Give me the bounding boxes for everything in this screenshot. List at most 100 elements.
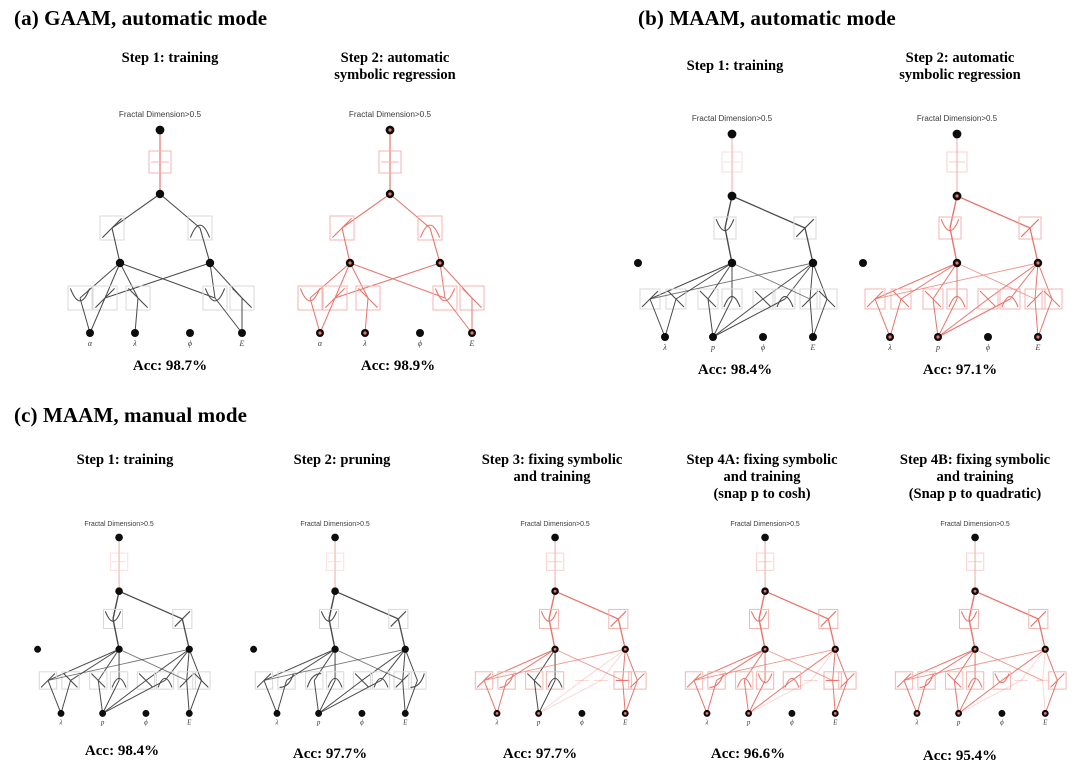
- kan-edge: [349, 262, 446, 299]
- input-variable-label: p: [316, 720, 321, 727]
- kan-edge: [309, 262, 351, 299]
- input-variable-label: α: [318, 339, 323, 348]
- output-node: [971, 533, 979, 542]
- kan-edge: [889, 298, 902, 338]
- activation-function-box: [545, 671, 565, 690]
- input-node: [99, 709, 107, 717]
- kan-edge: [70, 648, 120, 681]
- activation-function-box: [707, 671, 726, 690]
- hidden-node: [205, 258, 215, 268]
- kan-edge: [318, 680, 382, 714]
- hidden-node: [115, 258, 125, 268]
- kan-edge: [1044, 680, 1058, 714]
- kan-edge: [1001, 648, 1046, 681]
- activation-function-box: [148, 150, 172, 174]
- input-variable-label: p: [956, 720, 961, 727]
- input-variable-label: E: [622, 720, 628, 727]
- kan-edge: [186, 649, 190, 681]
- kan-edge: [548, 618, 556, 650]
- output-label: Fractal Dimension>0.5: [730, 521, 800, 528]
- activation-function-box: [325, 671, 345, 690]
- kan-edge: [1029, 227, 1039, 264]
- input-node: [984, 333, 992, 341]
- kan-edge: [712, 298, 764, 338]
- accuracy-c2: Acc: 97.7%: [292, 746, 368, 762]
- input-node: [86, 329, 94, 337]
- panel-title-a: (a) GAAM, automatic mode: [14, 6, 268, 30]
- kan-edge: [309, 297, 321, 334]
- activation-function-box: [628, 671, 647, 690]
- kan-edge: [341, 227, 351, 264]
- kan-edge: [600, 648, 626, 681]
- step-title-b2: Step 2: automatic symbolic regression: [899, 50, 1021, 83]
- activation-function-box: [192, 671, 211, 690]
- input-node: [788, 709, 796, 717]
- kan-edge: [932, 262, 958, 300]
- step-title-c1: Step 1: training: [76, 452, 174, 468]
- kan-edge: [784, 262, 814, 300]
- input-variable-label: λ: [495, 720, 499, 727]
- kan-edge: [622, 680, 626, 714]
- input-variable-label: p: [536, 720, 541, 727]
- accuracy-c1: Acc: 98.4%: [84, 743, 160, 759]
- kan-edge: [958, 680, 1003, 714]
- kan-edge: [832, 680, 836, 714]
- hidden-node: [808, 258, 818, 268]
- input-node: [273, 709, 281, 717]
- kan-edge: [538, 680, 556, 714]
- input-node: [185, 709, 193, 717]
- kan-edge: [263, 648, 406, 681]
- activation-function-box: [352, 671, 372, 690]
- step-title-b1: Step 1: training: [686, 58, 784, 74]
- kan-edge: [1037, 298, 1053, 338]
- kan-edge: [186, 680, 190, 714]
- activation-function-box: [917, 671, 936, 690]
- activation-function-box: [408, 671, 427, 690]
- kan-edge: [318, 680, 363, 714]
- activation-function-box: [1011, 671, 1031, 690]
- kan-edge: [649, 262, 814, 300]
- activation-function-box: [67, 285, 93, 311]
- input-variable-label: p: [746, 720, 751, 727]
- input-node: [661, 333, 669, 341]
- input-node: [709, 333, 717, 341]
- kan-edge: [483, 648, 556, 681]
- kan-edge: [953, 648, 976, 681]
- input-variable-label: λ: [132, 339, 137, 348]
- panel-title-c: (c) MAAM, manual mode: [14, 403, 248, 427]
- pruned-node: [634, 259, 642, 267]
- kan-edge: [926, 648, 976, 681]
- kan-edge: [916, 680, 928, 714]
- input-node: [142, 709, 150, 717]
- kan-edge: [748, 680, 812, 714]
- kan-edge: [112, 618, 120, 650]
- kan-edge: [900, 262, 958, 300]
- kan-edge: [209, 262, 216, 299]
- kan-edge: [937, 298, 958, 338]
- activation-function-box: [187, 215, 213, 241]
- activation-function-box: [525, 671, 544, 690]
- kan-edge: [1044, 649, 1058, 681]
- kan-edge: [349, 262, 369, 299]
- kan-edge: [1037, 262, 1053, 300]
- kan-edge: [102, 680, 120, 714]
- kan-edge: [949, 227, 958, 264]
- activation-function-box: [297, 285, 323, 311]
- kan-edge: [364, 297, 369, 334]
- kan-edge: [1042, 680, 1046, 714]
- kan-edge: [402, 680, 406, 714]
- kan-edge: [974, 590, 1039, 620]
- kan-edge: [834, 680, 848, 714]
- kan-edge: [444, 297, 473, 334]
- kan-edge: [712, 298, 786, 338]
- input-variable-label: ϕ: [360, 720, 364, 727]
- kan-edge: [319, 297, 336, 334]
- input-variable-label: E: [1042, 720, 1048, 727]
- input-variable-label: λ: [705, 720, 709, 727]
- kan-edge: [79, 262, 121, 299]
- kan-edge: [318, 680, 336, 714]
- kan-edge: [102, 680, 147, 714]
- activation-function-box: [305, 671, 324, 690]
- activation-function-box: [109, 671, 129, 690]
